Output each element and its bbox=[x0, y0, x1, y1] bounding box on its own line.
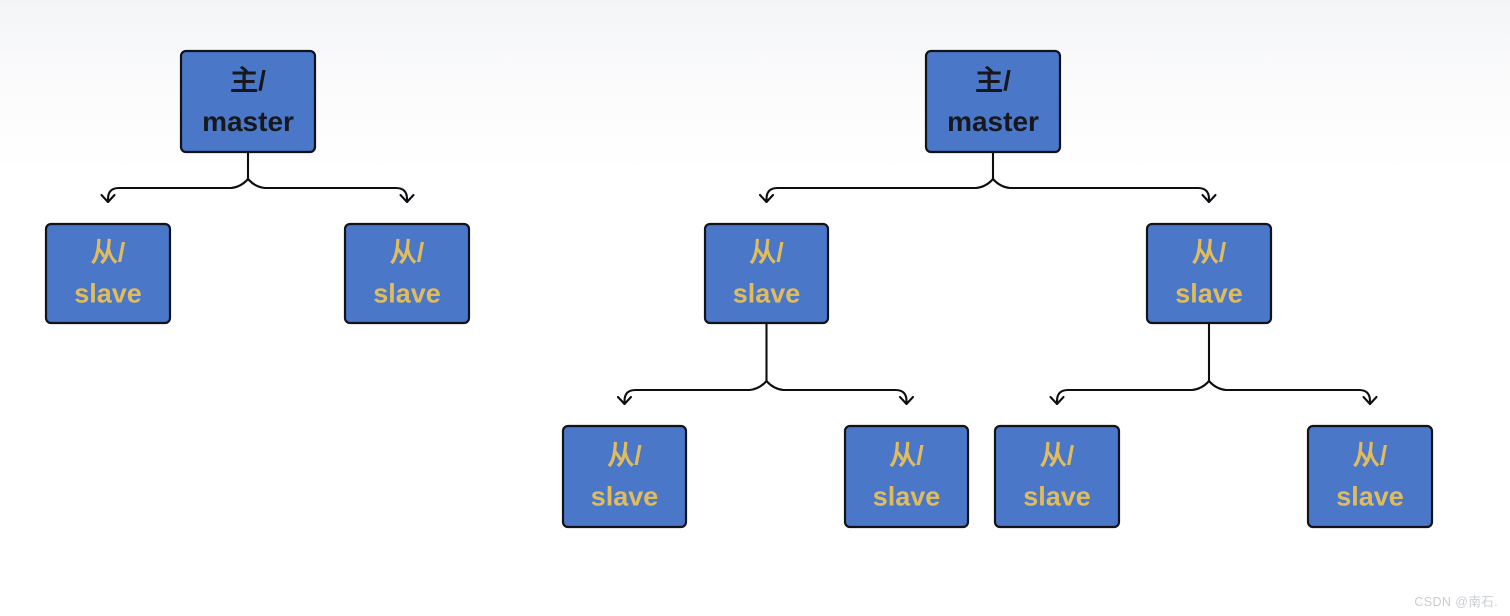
node-label-line2: slave bbox=[1175, 279, 1243, 309]
edge-group-R-slave-2 bbox=[1049, 321, 1378, 406]
node-box[interactable] bbox=[343, 222, 471, 325]
node-label-line1: 从/ bbox=[889, 441, 924, 471]
node-slave[interactable]: 从/slave bbox=[993, 424, 1121, 529]
edge-group-R-master bbox=[758, 150, 1217, 204]
node-label-line1: 从/ bbox=[607, 441, 642, 471]
node-box[interactable] bbox=[703, 222, 830, 325]
edge-layer bbox=[100, 150, 1378, 406]
node-box[interactable] bbox=[1145, 222, 1273, 325]
node-slave[interactable]: 从/slave bbox=[703, 222, 830, 325]
node-box[interactable] bbox=[1306, 424, 1434, 529]
node-slave[interactable]: 从/slave bbox=[561, 424, 688, 529]
watermark-label: CSDN @南石. bbox=[1414, 595, 1498, 609]
node-label-line2: slave bbox=[733, 279, 801, 309]
node-label-line2: master bbox=[202, 106, 294, 137]
node-master[interactable]: 主/master bbox=[924, 49, 1062, 154]
node-label-line2: slave bbox=[74, 279, 142, 309]
node-box[interactable] bbox=[924, 49, 1062, 154]
node-box[interactable] bbox=[993, 424, 1121, 529]
edge-group-R-slave-1 bbox=[616, 321, 915, 406]
arrow-head-icon bbox=[1201, 193, 1217, 204]
node-label-line2: slave bbox=[591, 482, 659, 512]
node-slave[interactable]: 从/slave bbox=[843, 424, 970, 529]
node-label-line1: 主/ bbox=[230, 65, 266, 96]
arrow-head-icon bbox=[616, 395, 633, 406]
node-box[interactable] bbox=[843, 424, 970, 529]
node-box[interactable] bbox=[44, 222, 172, 325]
node-box[interactable] bbox=[561, 424, 688, 529]
edge-group-L-master bbox=[100, 150, 415, 204]
arrow-head-icon bbox=[1362, 395, 1378, 406]
node-label-line1: 从/ bbox=[390, 238, 425, 268]
node-label-line2: slave bbox=[873, 482, 941, 512]
node-slave[interactable]: 从/slave bbox=[44, 222, 172, 325]
node-layer: 主/master从/slave从/slave主/master从/slave从/s… bbox=[44, 49, 1434, 529]
node-slave[interactable]: 从/slave bbox=[343, 222, 471, 325]
node-label-line1: 从/ bbox=[1040, 441, 1075, 471]
node-label-line1: 从/ bbox=[91, 238, 126, 268]
node-label-line2: slave bbox=[1336, 482, 1404, 512]
edge-path bbox=[765, 379, 908, 406]
node-label-line2: slave bbox=[373, 279, 441, 309]
node-label-line1: 从/ bbox=[1192, 238, 1227, 268]
node-box[interactable] bbox=[179, 49, 317, 154]
arrow-head-icon bbox=[758, 193, 775, 204]
node-master[interactable]: 主/master bbox=[179, 49, 317, 154]
node-slave[interactable]: 从/slave bbox=[1306, 424, 1434, 529]
arrow-head-icon bbox=[399, 193, 415, 204]
edge-path bbox=[623, 379, 768, 406]
node-label-line1: 从/ bbox=[1353, 441, 1388, 471]
arrow-head-icon bbox=[898, 395, 915, 406]
node-label-line2: master bbox=[947, 106, 1039, 137]
edge-path bbox=[1207, 379, 1372, 406]
arrow-head-icon bbox=[100, 193, 116, 204]
node-label-line1: 主/ bbox=[975, 65, 1011, 96]
node-label-line1: 从/ bbox=[749, 238, 784, 268]
edge-path bbox=[246, 177, 409, 204]
arrow-head-icon bbox=[1049, 395, 1065, 406]
edge-path bbox=[1055, 379, 1211, 406]
edge-path bbox=[106, 177, 250, 204]
edge-path bbox=[765, 177, 995, 204]
node-label-line2: slave bbox=[1023, 482, 1091, 512]
edge-path bbox=[991, 177, 1211, 204]
node-slave[interactable]: 从/slave bbox=[1145, 222, 1273, 325]
